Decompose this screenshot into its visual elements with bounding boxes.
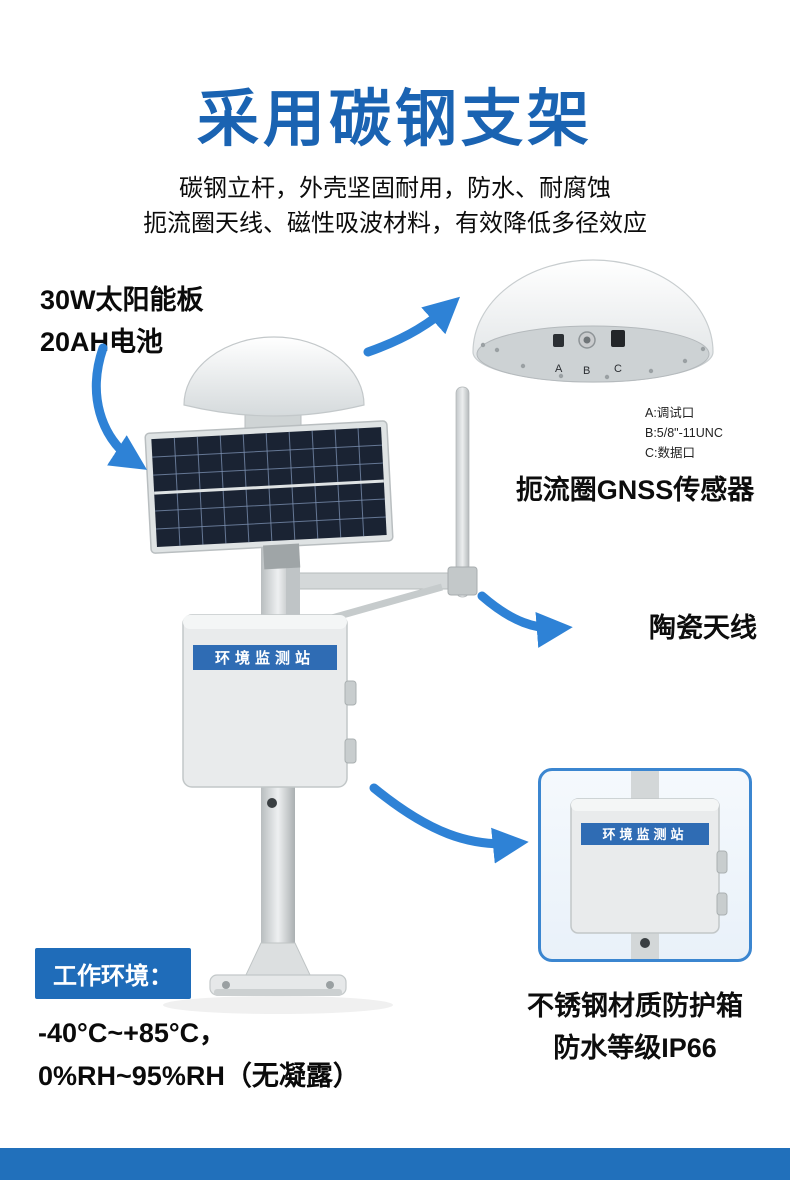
enclosure-zoom-box: 环境监测站 (538, 768, 752, 962)
gnss-port-notes: A:调试口 B:5/8"-11UNC C:数据口 (645, 403, 785, 463)
subtitle-line-1: 碳钢立杆，外壳坚固耐用，防水、耐腐蚀 (179, 175, 611, 202)
port-letter-a: A (555, 363, 563, 375)
bottom-accent-bar (0, 1148, 790, 1180)
working-env-values: -40°C~+85°C， 0%RH~95%RH（无凝露） (38, 1012, 360, 1098)
enclosure-box: 环境监测站 (182, 614, 357, 808)
station-name-band (193, 645, 337, 670)
ceramic-antenna-label: 陶瓷天线 (649, 613, 757, 643)
zoom-enclosure (570, 798, 720, 934)
working-env-line-2: 0%RH~95%RH（无凝露） (38, 1061, 360, 1092)
gnss-dome-photo: A B C (472, 259, 714, 383)
ground-shadow (163, 996, 393, 1014)
gnss-note-c: C:数据口 (645, 446, 696, 460)
station-name-label: 环境监测站 (215, 649, 315, 667)
working-env-badge: 工作环境： (35, 948, 191, 999)
gnss-dome-underside (476, 325, 710, 383)
port-letter-b: B (583, 365, 590, 377)
subtitle: 碳钢立杆，外壳坚固耐用，防水、耐腐蚀 扼流圈天线、磁性吸波材料，有效降低多径效应 (0, 172, 790, 242)
subtitle-line-2: 扼流圈天线、磁性吸波材料，有效降低多径效应 (143, 209, 647, 237)
page-title: 采用碳钢支架 (196, 82, 593, 155)
gnss-connectors (553, 330, 625, 349)
ceramic-rod-antenna (447, 386, 478, 598)
solar-battery-label: 30W太阳能板 20AH电池 (40, 280, 204, 364)
port-letters: A B C (555, 363, 622, 377)
gnss-sensor-label: 扼流圈GNSS传感器 (515, 475, 755, 505)
cable-gland (267, 798, 277, 808)
gnss-note-b: B:5/8"-11UNC (645, 426, 723, 440)
monitoring-station-photo: 环境监测站 (144, 336, 478, 1014)
gnss-note-a: A:调试口 (645, 406, 695, 420)
solar-label-line-1: 30W太阳能板 (40, 285, 204, 315)
screw-dots (480, 342, 706, 380)
enclosure-caption-line-2: 防水等级IP66 (553, 1032, 717, 1063)
working-env-line-1: -40°C~+85°C， (38, 1018, 227, 1048)
enclosure-caption-line-1: 不锈钢材质防护箱 (527, 991, 743, 1021)
enclosure-zoom-photo: 环境监测站 (570, 771, 728, 959)
debug-port (553, 334, 564, 347)
zoom-name-band (581, 823, 709, 845)
zoom-name-label: 环境监测站 (602, 827, 687, 842)
enclosure-caption: 不锈钢材质防护箱 防水等级IP66 (490, 986, 780, 1070)
pole-base (209, 942, 347, 996)
data-port (611, 330, 625, 347)
port-letter-c: C (614, 363, 622, 375)
solar-panel (144, 420, 394, 570)
arrow-to-ceramic-label (477, 591, 573, 648)
